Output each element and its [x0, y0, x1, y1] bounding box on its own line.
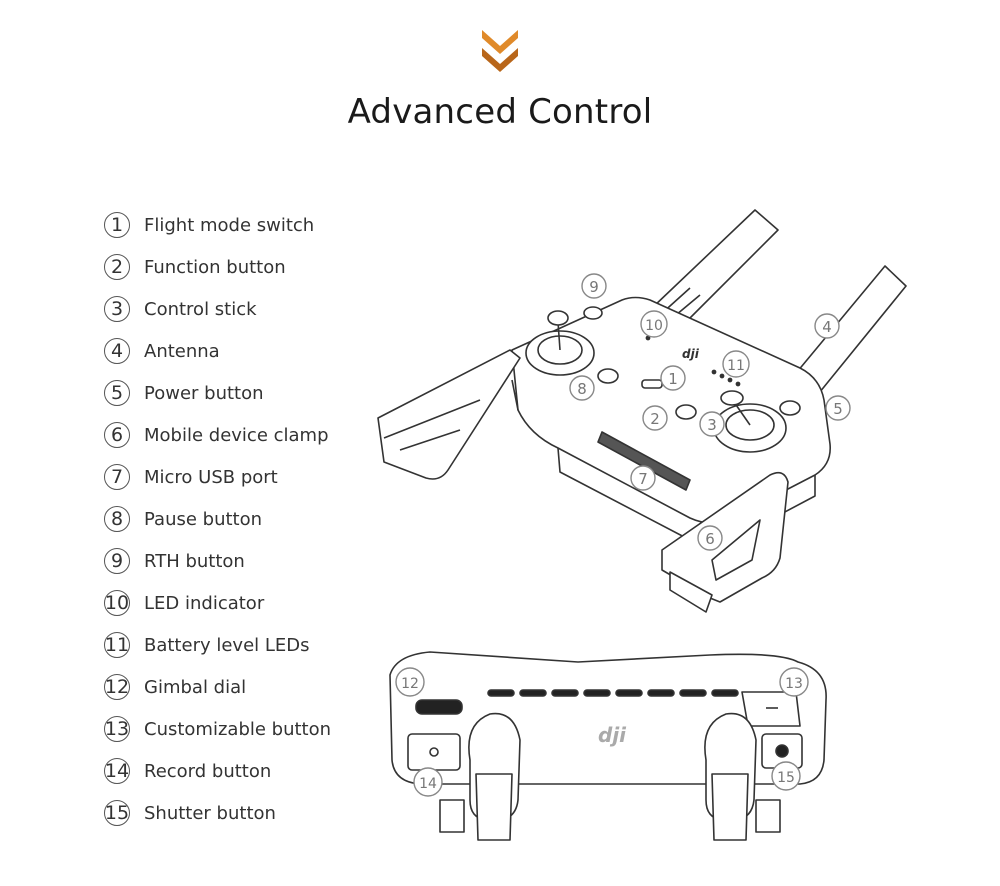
number-badge: 5 [104, 380, 130, 406]
number-badge: 12 [104, 674, 130, 700]
legend-item: 15 Shutter button [104, 792, 331, 834]
number-badge: 11 [104, 632, 130, 658]
svg-text:13: 13 [785, 676, 803, 692]
double-chevron-down-icon [482, 30, 518, 72]
callout-9: 9 [581, 273, 607, 299]
callout-12: 12 [395, 667, 425, 697]
svg-text:3: 3 [707, 416, 717, 434]
legend-list: 1 Flight mode switch 2 Function button 3 Co… [104, 204, 331, 834]
number-badge: 7 [104, 464, 130, 490]
number-badge: 2 [104, 254, 130, 280]
legend-item: 4 Antenna [104, 330, 331, 372]
svg-text:15: 15 [777, 770, 795, 786]
legend-item: 14 Record button [104, 750, 331, 792]
number-badge: 8 [104, 506, 130, 532]
legend-label: Gimbal dial [144, 676, 247, 698]
number-badge: 9 [104, 548, 130, 574]
number-badge: 3 [104, 296, 130, 322]
legend-item: 10 LED indicator [104, 582, 331, 624]
callout-3: 3 [699, 411, 725, 437]
svg-text:9: 9 [589, 278, 599, 296]
number-badge: 4 [104, 338, 130, 364]
legend-label: Antenna [144, 340, 220, 362]
svg-text:5: 5 [833, 400, 843, 418]
controller-top-view: dji [377, 209, 907, 613]
legend-item: 5 Power button [104, 372, 331, 414]
dji-front-logo: dji [598, 723, 627, 747]
legend-item: 3 Control stick [104, 288, 331, 330]
controller-bottom-view: dji [389, 651, 827, 841]
legend-label: Pause button [144, 508, 263, 530]
svg-text:4: 4 [822, 318, 832, 336]
svg-text:14: 14 [419, 776, 437, 792]
callout-6: 6 [697, 525, 723, 551]
callout-8: 8 [569, 375, 595, 401]
legend-label: Shutter button [144, 802, 276, 824]
legend-item: 6 Mobile device clamp [104, 414, 331, 456]
power-button [779, 400, 801, 416]
legend-item: 1 Flight mode switch [104, 204, 331, 246]
svg-text:8: 8 [577, 380, 587, 398]
svg-text:11: 11 [727, 358, 745, 374]
callout-7: 7 [630, 465, 656, 491]
legend-item: 11 Battery level LEDs [104, 624, 331, 666]
callout-4: 4 [814, 313, 840, 339]
legend-label: Customizable button [144, 718, 332, 740]
callout-10: 10 [640, 310, 668, 338]
number-badge: 15 [104, 800, 130, 826]
legend-label: Record button [144, 760, 272, 782]
svg-text:6: 6 [705, 530, 715, 548]
callouts: 1 2 3 4 5 6 7 8 9 10 11 12 13 14 15 [395, 273, 851, 797]
mobile-device-clamp [661, 471, 789, 603]
number-badge: 13 [104, 716, 130, 742]
legend-label: Battery level LEDs [144, 634, 310, 656]
svg-text:10: 10 [645, 318, 663, 334]
legend-label: Function button [144, 256, 286, 278]
callout-2: 2 [642, 405, 668, 431]
legend-label: Power button [144, 382, 264, 404]
legend-item: 12 Gimbal dial [104, 666, 331, 708]
dji-logo: dji [682, 347, 700, 361]
function-button [675, 404, 697, 420]
legend-item: 2 Function button [104, 246, 331, 288]
callout-5: 5 [825, 395, 851, 421]
legend-label: RTH button [144, 550, 245, 572]
callout-13: 13 [779, 667, 809, 697]
legend-item: 7 Micro USB port [104, 456, 331, 498]
svg-text:2: 2 [650, 410, 660, 428]
svg-text:7: 7 [638, 470, 648, 488]
customizable-button [741, 691, 801, 727]
page-title: Advanced Control [347, 92, 653, 132]
remote-controller-illustration: dji dji 1 2 3 4 [377, 209, 907, 841]
callout-15: 15 [771, 761, 801, 791]
legend-item: 9 RTH button [104, 540, 331, 582]
callout-11: 11 [722, 350, 750, 378]
legend-item: 8 Pause button [104, 498, 331, 540]
left-clamp [377, 349, 521, 480]
legend-label: LED indicator [144, 592, 265, 614]
number-badge: 14 [104, 758, 130, 784]
rth-button [583, 306, 603, 320]
number-badge: 1 [104, 212, 130, 238]
number-badge: 6 [104, 422, 130, 448]
legend-item: 13 Customizable button [104, 708, 331, 750]
svg-text:1: 1 [668, 370, 678, 388]
legend-label: Micro USB port [144, 466, 278, 488]
pause-button [597, 368, 619, 384]
legend-label: Mobile device clamp [144, 424, 329, 446]
callout-14: 14 [413, 767, 443, 797]
callout-1: 1 [660, 365, 686, 391]
gimbal-dial [415, 699, 463, 715]
legend-label: Flight mode switch [144, 214, 315, 236]
svg-text:12: 12 [401, 676, 419, 692]
flight-mode-switch [641, 379, 663, 389]
legend-label: Control stick [144, 298, 257, 320]
number-badge: 10 [104, 590, 130, 616]
